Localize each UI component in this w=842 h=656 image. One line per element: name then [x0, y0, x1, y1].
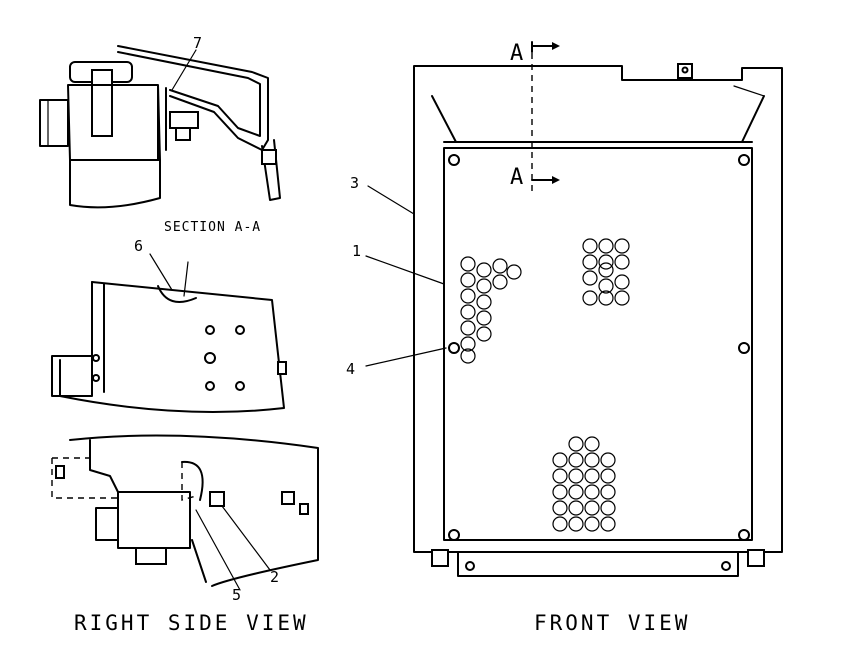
section-cut-label-bottom: A [510, 165, 523, 190]
vent-holes-bottom [552, 436, 616, 532]
callout-5: 5 [232, 586, 241, 604]
right-side-view-upper [51, 253, 287, 413]
front-view-title: FRONT VIEW [534, 611, 690, 635]
callout-4: 4 [346, 360, 355, 378]
callout-2: 2 [270, 568, 279, 586]
section-a-a-title: SECTION A-A [164, 220, 261, 235]
callout-7: 7 [193, 34, 202, 52]
section-cut-label-top: A [510, 41, 523, 66]
right-side-view-title: RIGHT SIDE VIEW [74, 611, 309, 635]
callout-6: 6 [134, 237, 143, 255]
right-side-view-lower [51, 434, 319, 591]
callout-1: 1 [352, 242, 361, 260]
callout-3: 3 [350, 174, 359, 192]
front-view [365, 41, 783, 577]
vent-holes-left [460, 256, 522, 364]
section-a-a-view [39, 45, 281, 209]
vent-holes-right [582, 238, 630, 306]
